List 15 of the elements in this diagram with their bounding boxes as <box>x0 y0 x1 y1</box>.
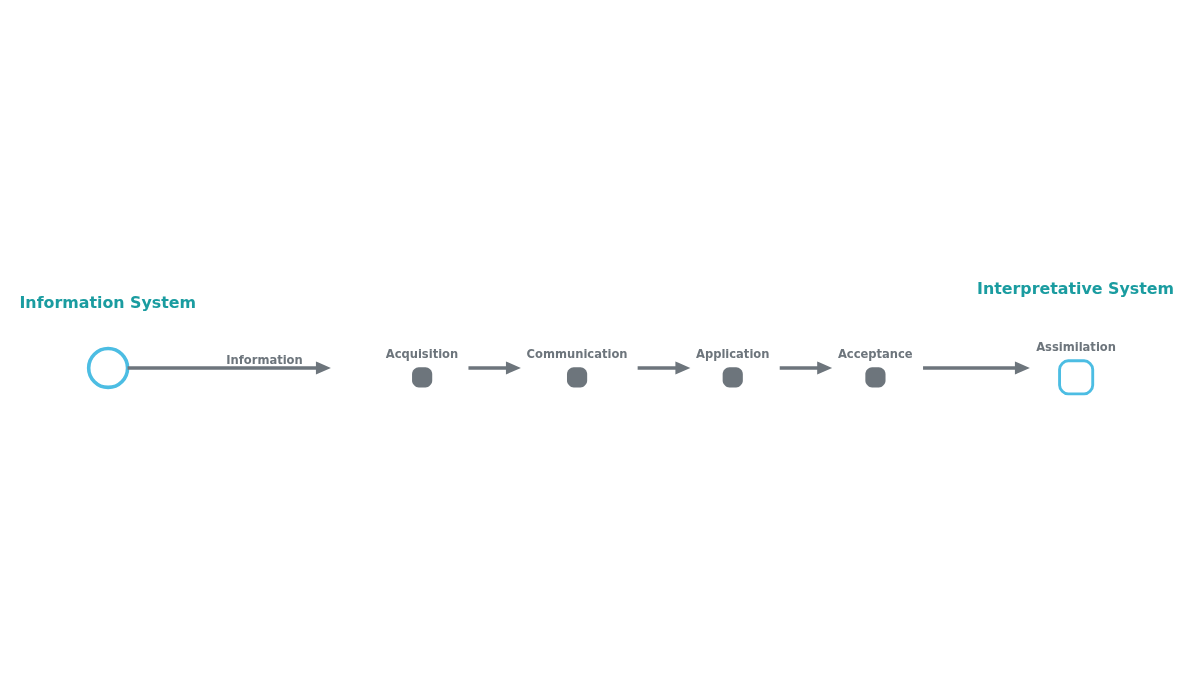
arrow <box>637 360 691 374</box>
label: Interpretative System <box>977 278 1175 298</box>
node-label: Assimilation <box>1036 339 1116 354</box>
arrow <box>468 360 521 374</box>
arrow <box>779 360 833 374</box>
node-label: Communication <box>526 346 628 361</box>
label: Information System <box>19 292 197 312</box>
arrow <box>127 360 331 374</box>
edge-label: Information <box>226 352 303 366</box>
arrow <box>923 360 1030 374</box>
node-label: Application <box>695 346 770 361</box>
node-label: Acceptance <box>837 346 913 361</box>
node-box <box>1058 358 1095 395</box>
node-circle <box>86 346 130 389</box>
node-label: Acquisition <box>385 346 459 361</box>
